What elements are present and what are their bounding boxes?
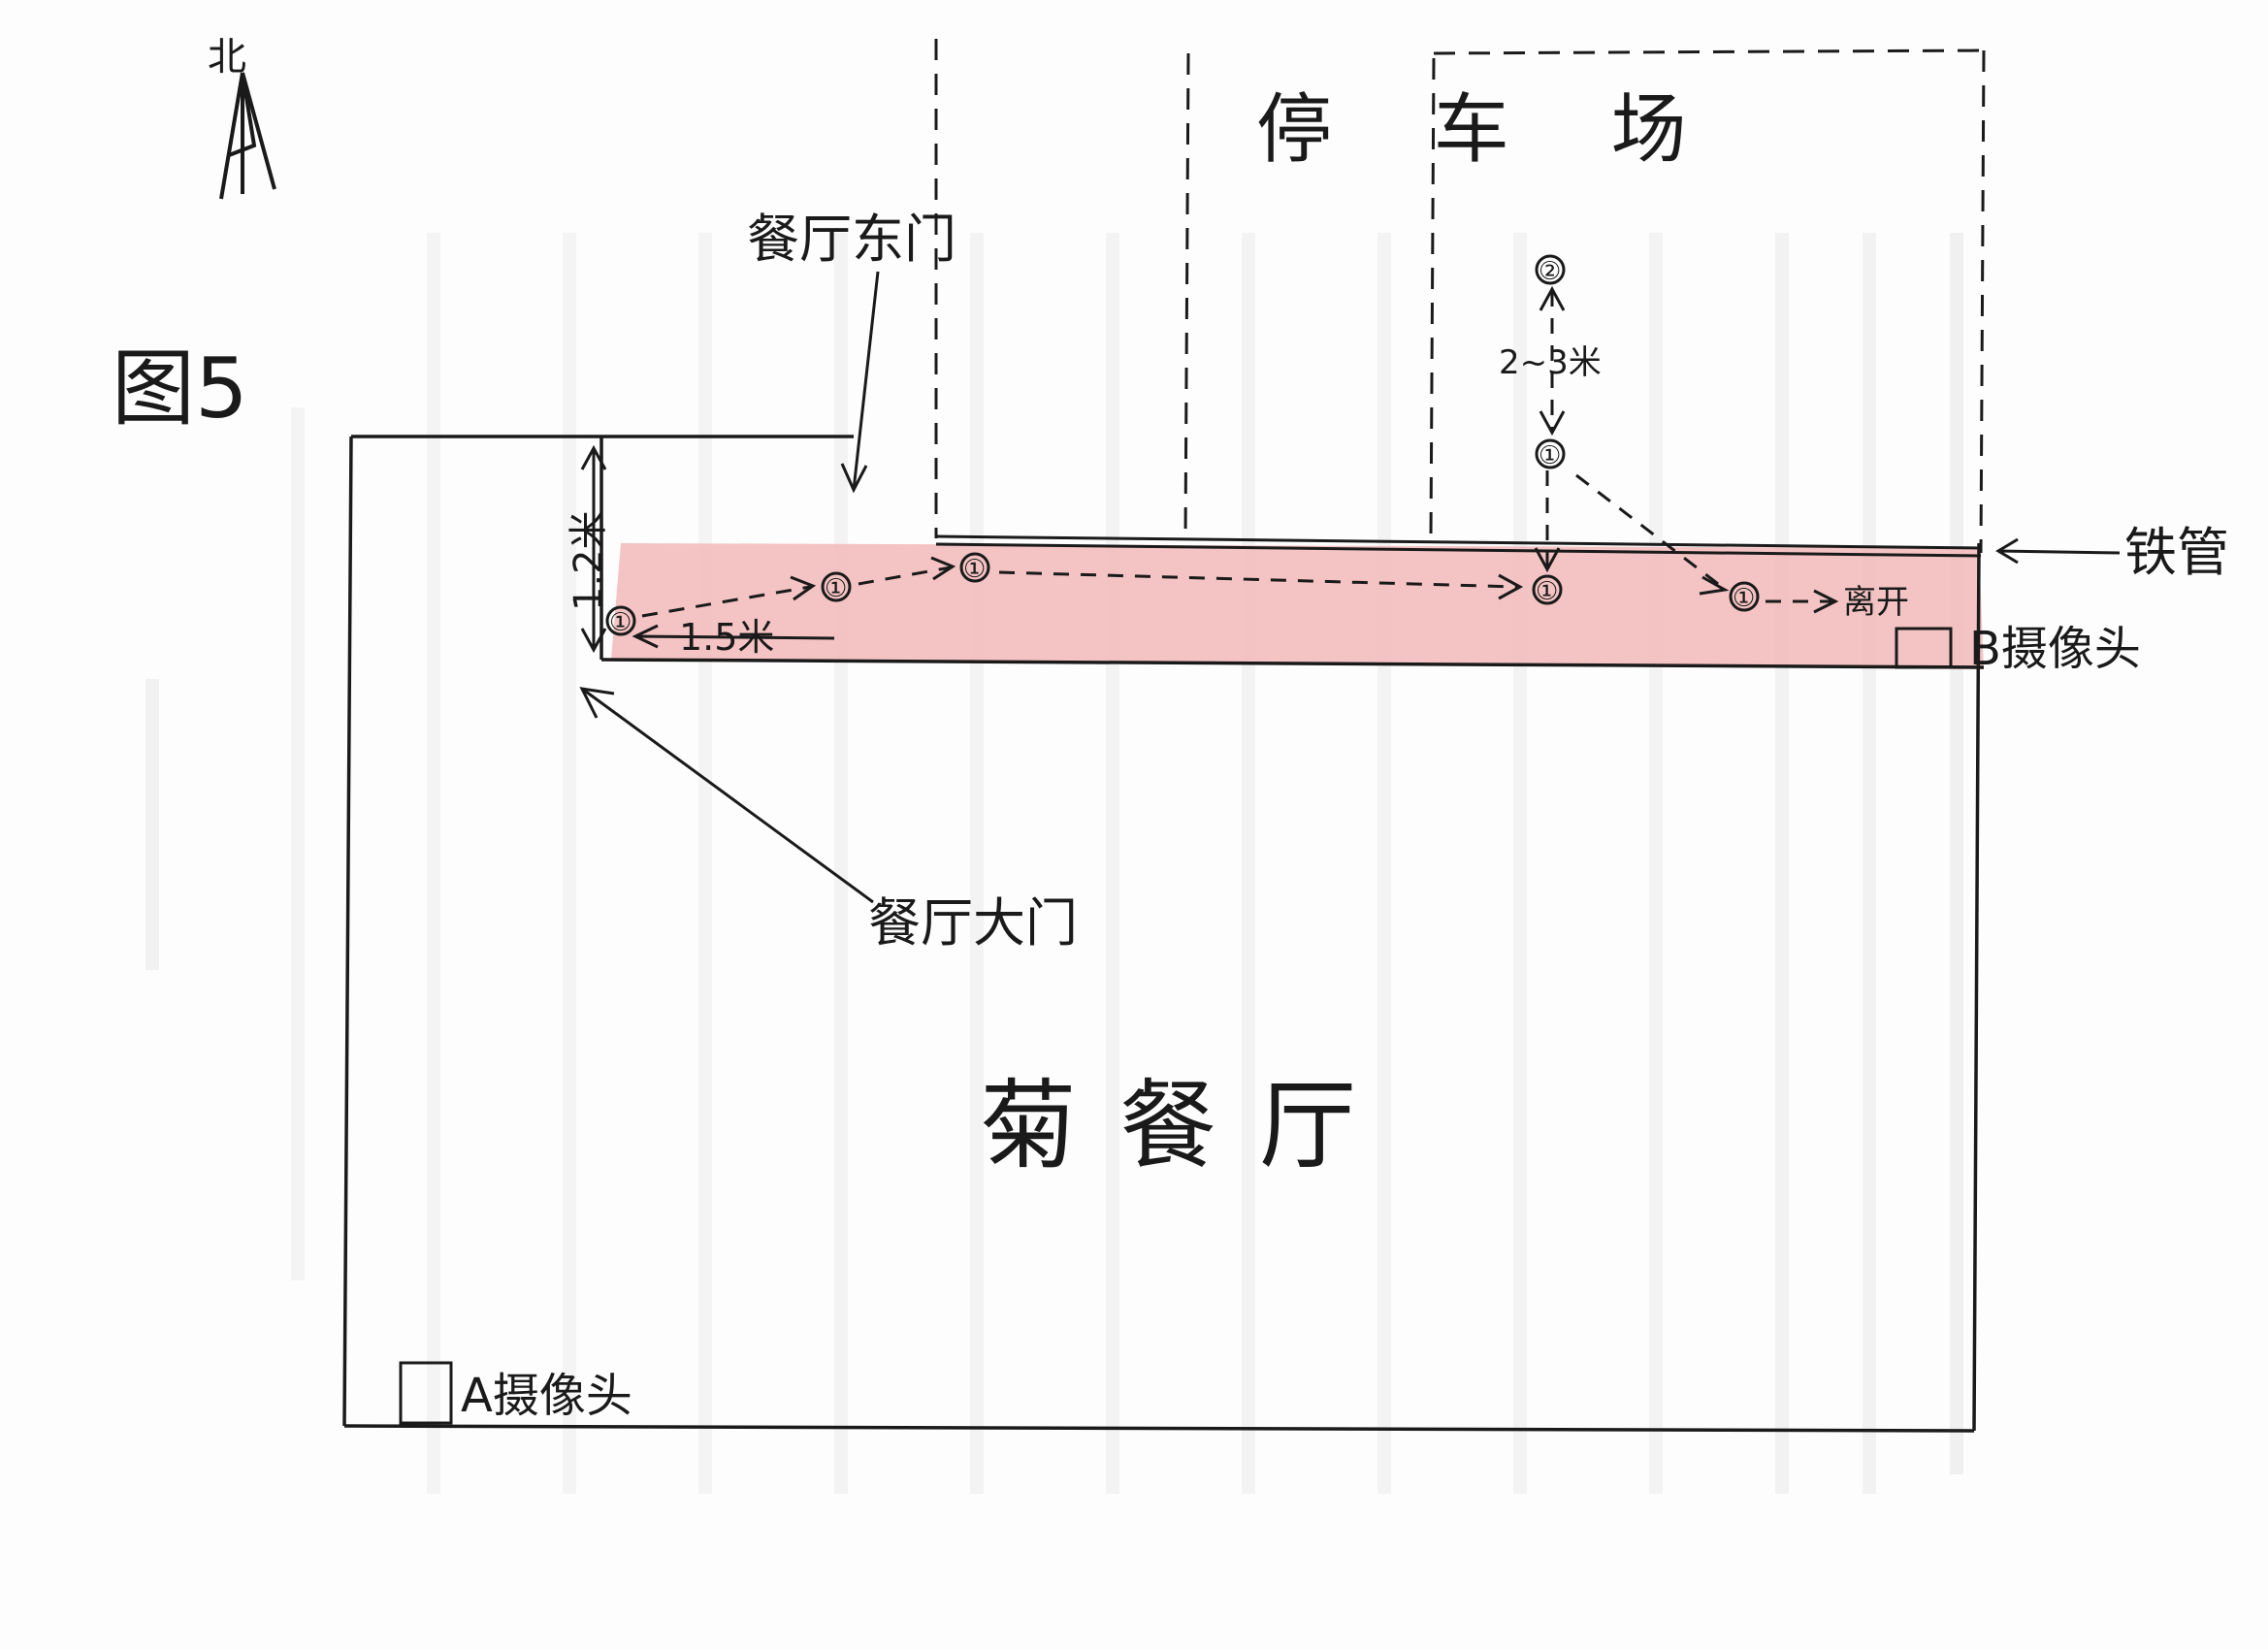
restaurant-outline [342, 435, 1985, 1433]
dimension-east-west-label: 1.5米 [679, 616, 774, 659]
camera-a-icon [399, 1361, 453, 1425]
east-door-pointer [840, 271, 880, 494]
person-1-position-a: ① [605, 605, 636, 637]
figure-label: 图5 [112, 340, 248, 437]
parking-lot-label: 停 车 场 [1256, 86, 1726, 174]
person-2-label: ② [1539, 257, 1561, 286]
main-door-pointer [579, 687, 874, 904]
person-1-position-e: ① [1535, 438, 1566, 470]
iron-pipe-pointer [1995, 537, 2121, 565]
person-1-position-c: ① [959, 552, 990, 584]
restaurant-label: 菊餐厅 [980, 1069, 1399, 1182]
leave-label: 离开 [1843, 583, 1909, 622]
main-door-label: 餐厅大门 [868, 892, 1078, 954]
camera-b-label: B摄像头 [1969, 622, 2141, 676]
camera-a-label: A摄像头 [461, 1369, 632, 1423]
person-1-label: ① [609, 608, 632, 637]
iron-pipe [935, 534, 1982, 558]
iron-pipe-label: 铁管 [2124, 522, 2229, 583]
dimension-north-south-label: 1.2米 [567, 510, 611, 611]
person-1-label: ① [1733, 584, 1755, 613]
camera-b-icon [1895, 627, 1953, 669]
dimension-vertical-label: 2~3米 [1499, 343, 1602, 382]
background-bleed-through [146, 233, 1963, 1494]
person-1-markers: ① ① ① ① ① ① [605, 438, 1760, 637]
person-1-label: ① [825, 574, 847, 603]
north-label: 北 [208, 35, 246, 80]
person-1-position-d: ① [1532, 574, 1563, 606]
dimension-east-west [632, 624, 835, 649]
person-1-label: ① [1539, 441, 1561, 470]
person-1-position-b: ① [821, 571, 852, 603]
person-1-label: ① [1536, 577, 1558, 606]
person-2-marker: ② [1535, 254, 1566, 286]
person-1-label: ① [963, 555, 986, 584]
movement-path [641, 291, 1833, 618]
corridor-highlight [611, 543, 1984, 669]
north-arrow [219, 72, 276, 200]
east-door-label: 餐厅东门 [747, 209, 956, 270]
dimension-north-south [580, 444, 607, 654]
movement-arrowheads [790, 285, 1839, 614]
parking-lot-outline [934, 39, 1986, 554]
person-1-position-f: ① [1729, 581, 1760, 613]
